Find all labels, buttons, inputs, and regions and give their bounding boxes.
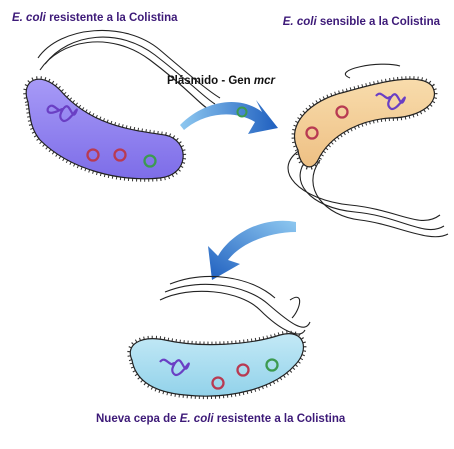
result-arrow-icon	[208, 220, 296, 280]
label-plasmid-gene: Plásmido - Gen mcr	[167, 75, 275, 87]
label-resistant-text: resistente a la Colistina	[45, 12, 178, 24]
label-new-strain-text: resistente a la Colistina	[213, 413, 346, 425]
transfer-arrow-icon	[180, 100, 278, 134]
label-sensitive-ecoli: E. coli sensible a la Colistina	[283, 16, 440, 28]
bacterium-resistant-icon	[23, 29, 221, 182]
label-new-strain: Nueva cepa de E. coli resistente a la Co…	[96, 413, 345, 425]
label-resistant-ecoli: E. coli resistente a la Colistina	[12, 12, 178, 24]
bacterium-new-strain-icon	[127, 275, 311, 400]
label-sensitive-text: sensible a la Colistina	[316, 16, 440, 28]
label-plasmid-text: Plásmido - Gen	[167, 75, 254, 87]
bacterium-sensitive-icon	[287, 63, 449, 238]
label-resistant-italic: E. coli	[12, 12, 46, 24]
label-new-strain-prefix: Nueva cepa de	[96, 413, 180, 425]
label-plasmid-italic: mcr	[253, 75, 276, 87]
label-new-strain-italic: E. coli	[179, 413, 214, 425]
label-sensitive-italic: E. coli	[282, 16, 317, 28]
